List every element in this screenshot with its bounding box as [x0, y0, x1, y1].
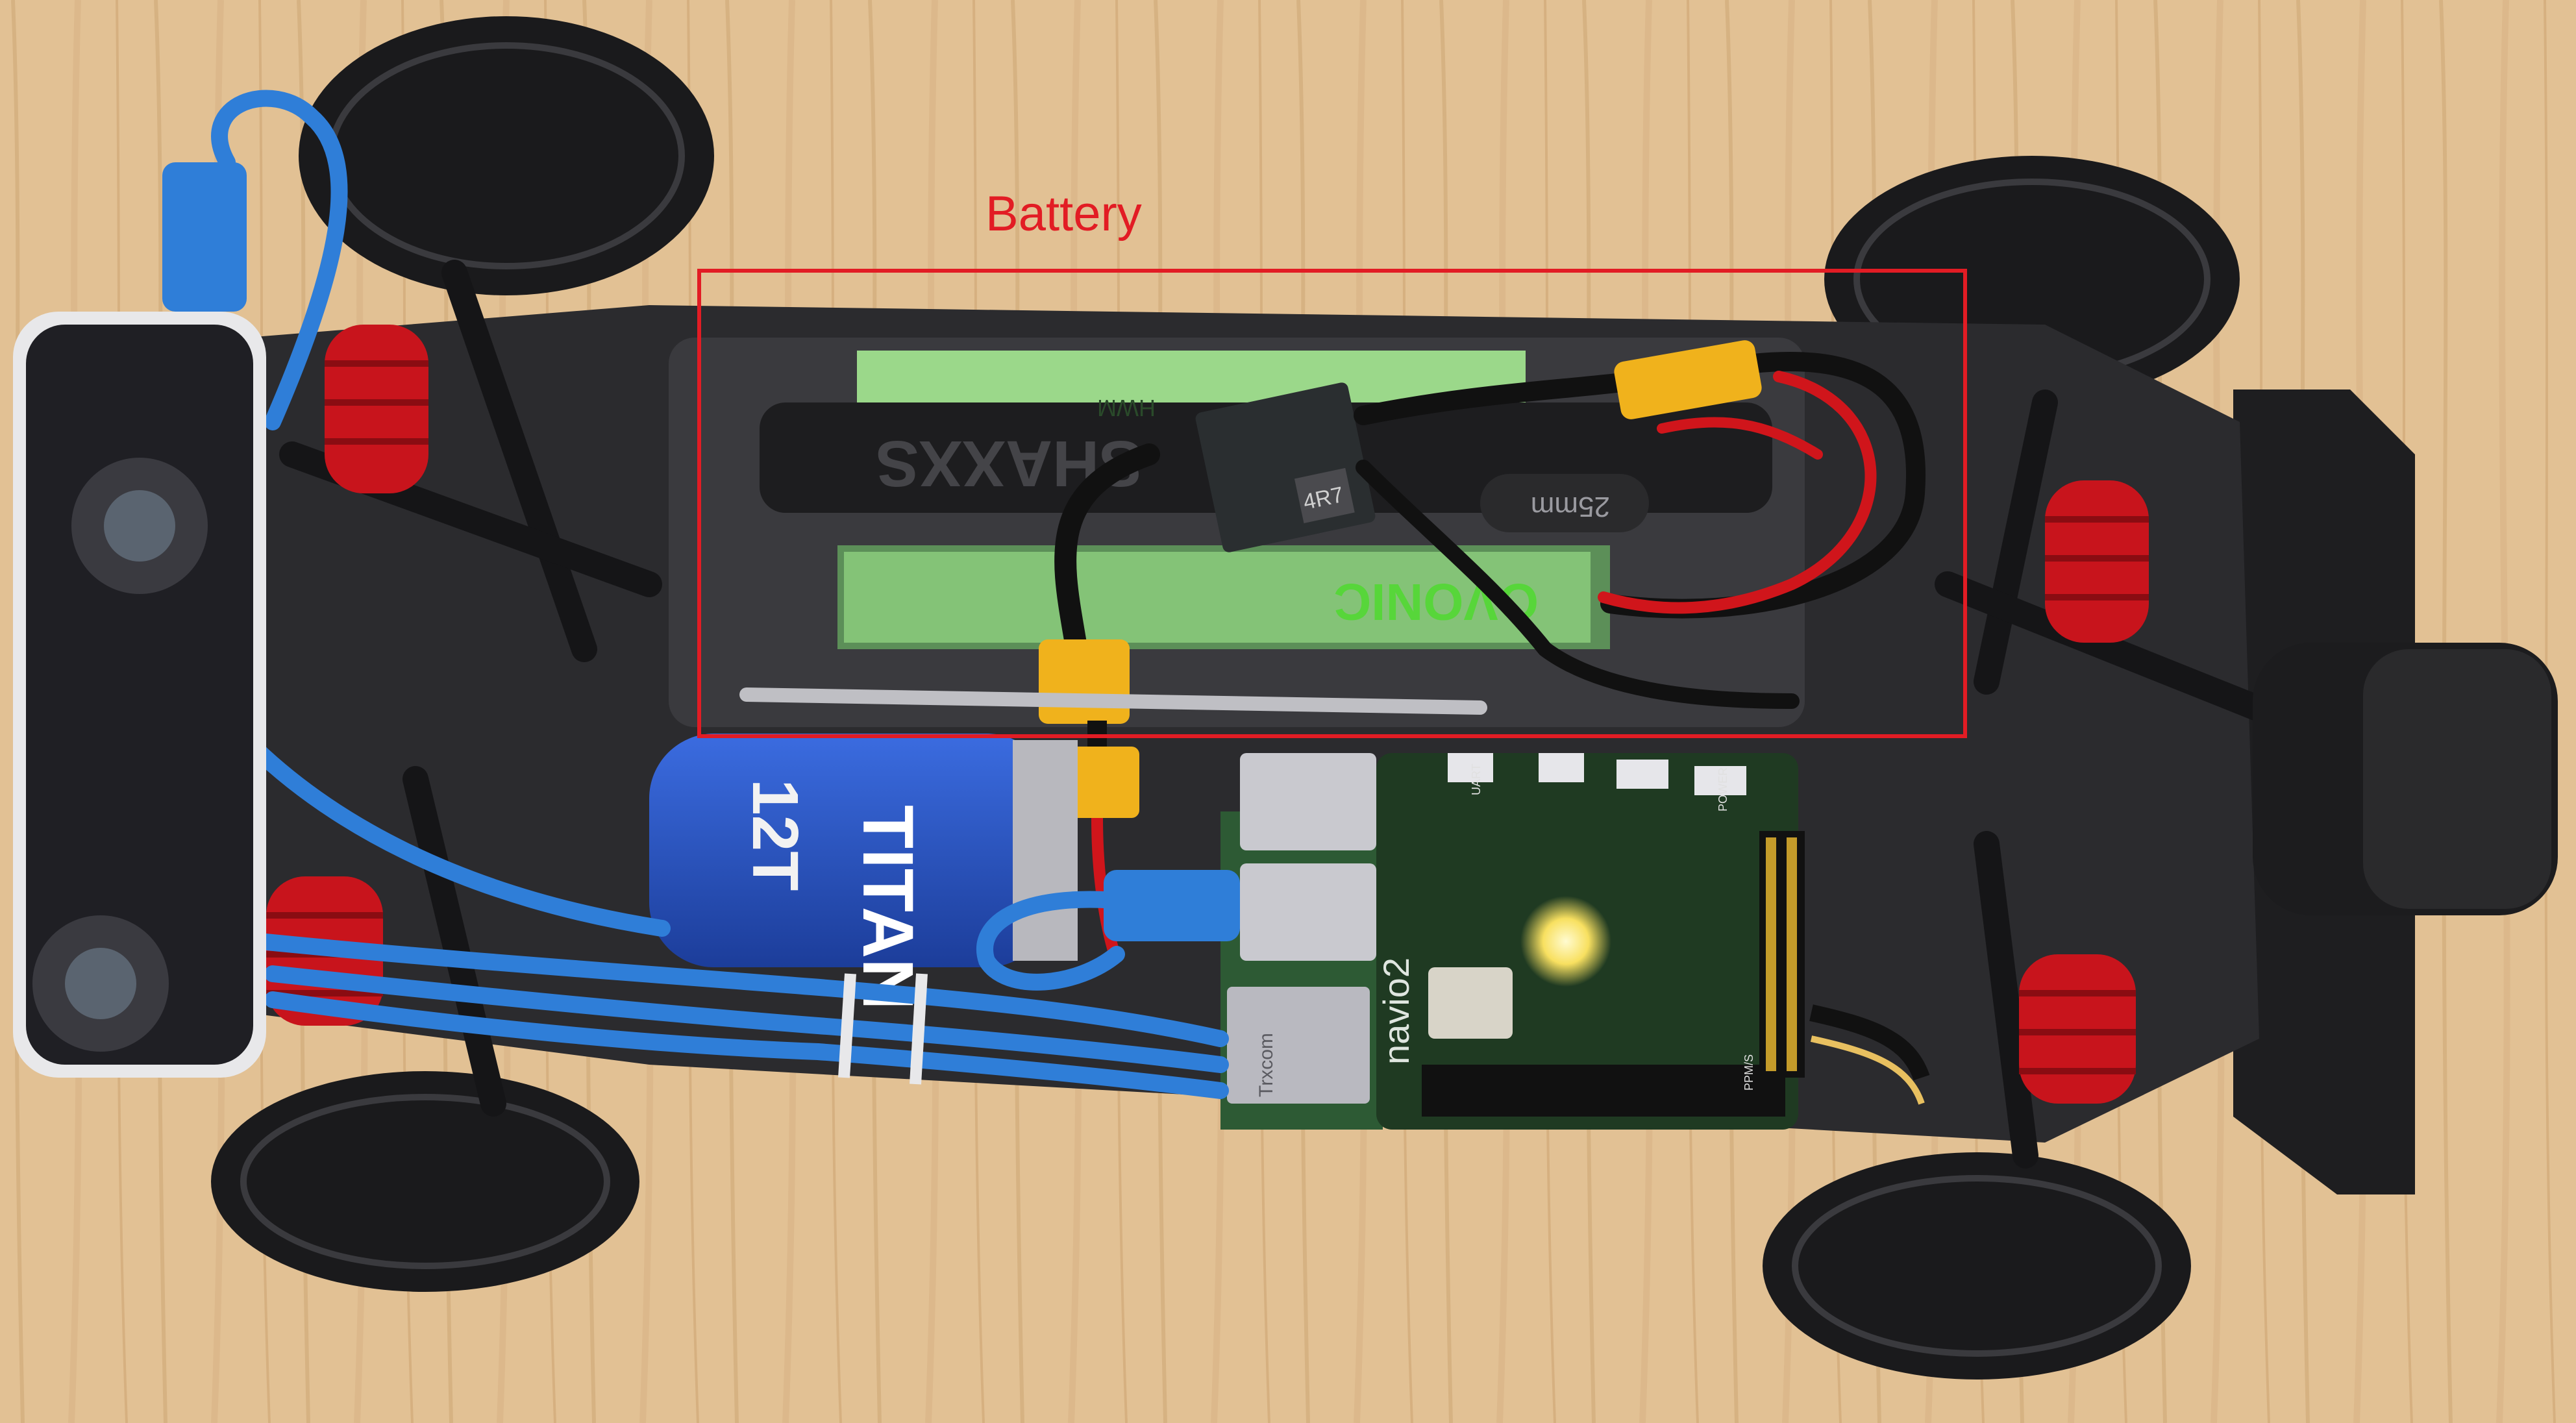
flight-controller-stack — [1220, 753, 1805, 1130]
battery-wires — [1054, 351, 1926, 709]
motor — [649, 734, 1078, 967]
usb-cables — [211, 90, 1229, 1099]
port-ppm-text: PPM/S — [1742, 1054, 1755, 1091]
strap-size-text: 25mm — [1531, 491, 1610, 523]
tires — [211, 16, 2240, 1380]
status-led — [1520, 896, 1611, 987]
depth-camera — [13, 162, 266, 1078]
tire-front-left — [299, 16, 714, 295]
drive-shaft — [739, 687, 1487, 715]
tire-rear-right — [1763, 1152, 2191, 1380]
header-pins — [1766, 837, 1797, 1071]
motor-brand-text: TITAN — [848, 805, 928, 1010]
port-power-text: POWER — [1716, 767, 1729, 811]
motor-number-text: 12T — [739, 779, 811, 891]
port-uart-text: UART — [1470, 763, 1483, 795]
ethernet-port — [1227, 987, 1370, 1104]
battery-top-text: HWM — [1097, 395, 1156, 421]
battery-label: Battery — [985, 186, 1142, 241]
zip-ties — [838, 973, 928, 1085]
navio2-text: navio2 — [1376, 958, 1417, 1065]
battery-annotation-box — [697, 269, 1967, 738]
ethernet-brand-text: Trxcom — [1256, 1033, 1277, 1097]
tire-rear-left — [211, 1071, 639, 1292]
